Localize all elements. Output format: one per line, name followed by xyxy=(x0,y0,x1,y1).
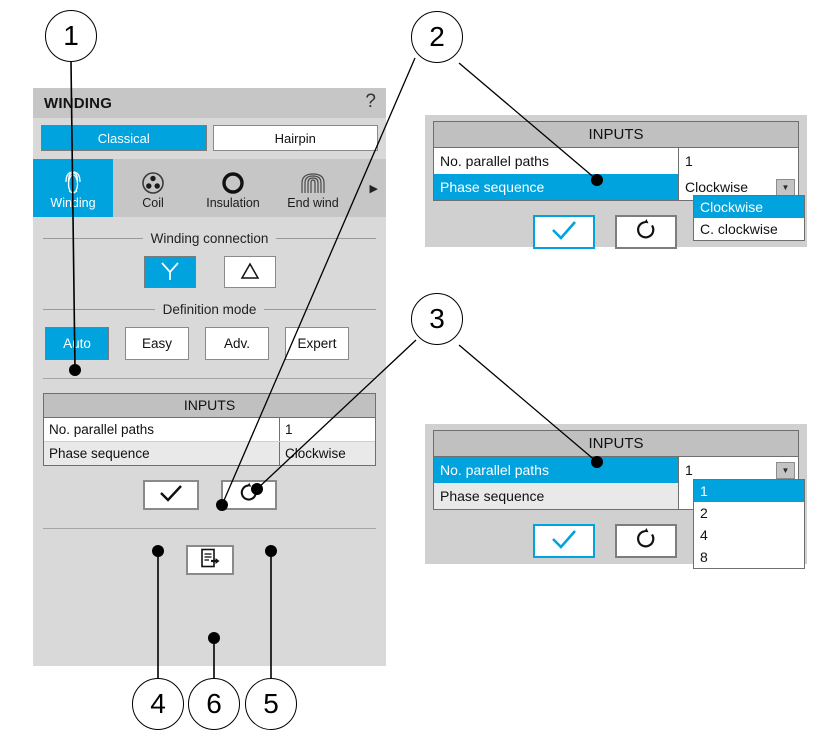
popup-inputs-header: INPUTS xyxy=(434,122,798,148)
phase-sequence-dropdown[interactable]: Clockwise C. clockwise xyxy=(693,195,805,241)
callout-4: 4 xyxy=(132,678,184,730)
popup-action-buttons xyxy=(425,215,807,249)
tab-coil[interactable]: Coil xyxy=(113,159,193,217)
section-tabstrip: Winding Coil xyxy=(33,159,386,217)
divider-right xyxy=(264,309,376,310)
footer-divider xyxy=(43,528,376,529)
main-inputs-table: INPUTS No. parallel paths 1 Phase sequen… xyxy=(43,393,376,466)
reset-button[interactable] xyxy=(615,524,677,558)
dropdown-option-8[interactable]: 8 xyxy=(700,549,708,565)
winding-connection-buttons xyxy=(33,256,386,288)
parallel-paths-dropdown[interactable]: 1 2 4 8 xyxy=(693,479,805,569)
reset-icon xyxy=(633,218,659,247)
section-divider xyxy=(43,378,376,379)
row-key: Phase sequence xyxy=(440,179,545,195)
reset-icon xyxy=(633,527,659,556)
callout-6: 6 xyxy=(188,678,240,730)
row-key: No. parallel paths xyxy=(440,462,549,478)
tab-coil-label: Coil xyxy=(142,195,164,210)
row-value[interactable]: Clockwise xyxy=(279,442,375,465)
row-key: No. parallel paths xyxy=(49,422,155,437)
row-value-text: 1 xyxy=(685,462,693,478)
row-value-text: Clockwise xyxy=(685,179,749,195)
winding-icon xyxy=(59,167,87,195)
reset-button[interactable] xyxy=(220,480,277,510)
panel-titlebar: WINDING ? xyxy=(33,88,386,118)
dropdown-option-1[interactable]: 1 xyxy=(694,480,804,502)
end-winding-icon xyxy=(298,167,328,195)
callout-3: 3 xyxy=(411,293,463,345)
callout-5: 5 xyxy=(245,678,297,730)
main-inputs-header: INPUTS xyxy=(44,394,375,418)
mode-adv-button[interactable]: Adv. xyxy=(205,327,269,360)
divider-left xyxy=(43,309,155,310)
table-row[interactable]: Phase sequence Clockwise xyxy=(44,442,375,465)
delta-icon xyxy=(238,260,262,285)
dropdown-option-clockwise[interactable]: Clockwise xyxy=(694,196,804,218)
row-value-text: 1 xyxy=(685,153,693,169)
tab-insulation[interactable]: Insulation xyxy=(193,159,273,217)
callout-2: 2 xyxy=(411,11,463,63)
wye-icon xyxy=(158,260,182,285)
tab-insulation-label: Insulation xyxy=(206,195,260,210)
main-action-buttons xyxy=(33,480,386,510)
check-icon xyxy=(157,483,185,508)
panel-body: Winding connection xyxy=(33,231,386,575)
definition-mode-buttons: Auto Easy Adv. Expert xyxy=(33,327,386,360)
divider-right xyxy=(276,238,377,239)
parallel-paths-popup: INPUTS No. parallel paths 1 ▼ Phase sequ… xyxy=(425,424,807,569)
dropdown-option-2[interactable]: 2 xyxy=(700,505,708,521)
tab-winding[interactable]: Winding xyxy=(33,159,113,217)
row-key: Phase sequence xyxy=(49,446,150,461)
winding-type-tabs: Classical Hairpin xyxy=(33,118,386,159)
reset-icon xyxy=(237,482,261,509)
reset-button[interactable] xyxy=(615,215,677,249)
wye-connection-button[interactable] xyxy=(143,256,196,288)
popup-inputs-header: INPUTS xyxy=(434,431,798,457)
check-icon xyxy=(548,528,580,555)
confirm-button[interactable] xyxy=(533,215,595,249)
divider-left xyxy=(43,238,143,239)
row-key: No. parallel paths xyxy=(440,153,549,169)
confirm-button[interactable] xyxy=(142,480,199,510)
page-title: WINDING xyxy=(44,94,113,112)
popup-inputs-table: INPUTS No. parallel paths 1 Phase sequen… xyxy=(433,121,799,201)
mode-expert-button[interactable]: Expert xyxy=(285,327,349,360)
tabstrip-next-arrow[interactable]: ▶ xyxy=(369,182,378,195)
winding-connection-group-header: Winding connection xyxy=(33,231,386,246)
tab-winding-label: Winding xyxy=(50,195,96,210)
popup-action-buttons xyxy=(425,524,807,558)
tab-classical[interactable]: Classical xyxy=(41,125,207,151)
help-icon[interactable]: ? xyxy=(365,91,376,112)
row-value[interactable]: 1 xyxy=(279,418,375,441)
winding-panel: WINDING ? Classical Hairpin xyxy=(33,88,386,666)
mode-easy-button[interactable]: Easy xyxy=(125,327,189,360)
definition-mode-title: Definition mode xyxy=(162,302,257,317)
row-value-combo[interactable]: 1 ▼ xyxy=(678,457,798,483)
winding-connection-title: Winding connection xyxy=(150,231,269,246)
export-icon xyxy=(199,547,221,574)
phase-sequence-popup: INPUTS No. parallel paths 1 Phase sequen… xyxy=(425,115,807,249)
check-icon xyxy=(548,219,580,246)
tab-hairpin[interactable]: Hairpin xyxy=(212,125,378,151)
export-row xyxy=(33,545,386,575)
tab-end-winding[interactable]: End wind xyxy=(273,159,353,217)
tab-end-winding-label: End wind xyxy=(287,195,339,210)
mode-auto-button[interactable]: Auto xyxy=(45,327,109,360)
row-value[interactable]: 1 xyxy=(678,148,798,174)
coil-icon xyxy=(139,167,167,195)
insulation-icon xyxy=(219,167,247,195)
table-row[interactable]: No. parallel paths 1 xyxy=(44,418,375,442)
table-row[interactable]: No. parallel paths 1 xyxy=(434,148,798,174)
delta-connection-button[interactable] xyxy=(223,256,276,288)
confirm-button[interactable] xyxy=(533,524,595,558)
chevron-down-icon[interactable]: ▼ xyxy=(776,178,795,196)
dropdown-option-c-clockwise[interactable]: C. clockwise xyxy=(700,221,778,237)
chevron-down-icon[interactable]: ▼ xyxy=(776,461,795,479)
dropdown-option-4[interactable]: 4 xyxy=(700,527,708,543)
row-key: Phase sequence xyxy=(440,488,545,504)
definition-mode-group-header: Definition mode xyxy=(33,302,386,317)
export-button[interactable] xyxy=(185,545,234,575)
callout-1: 1 xyxy=(45,10,97,62)
